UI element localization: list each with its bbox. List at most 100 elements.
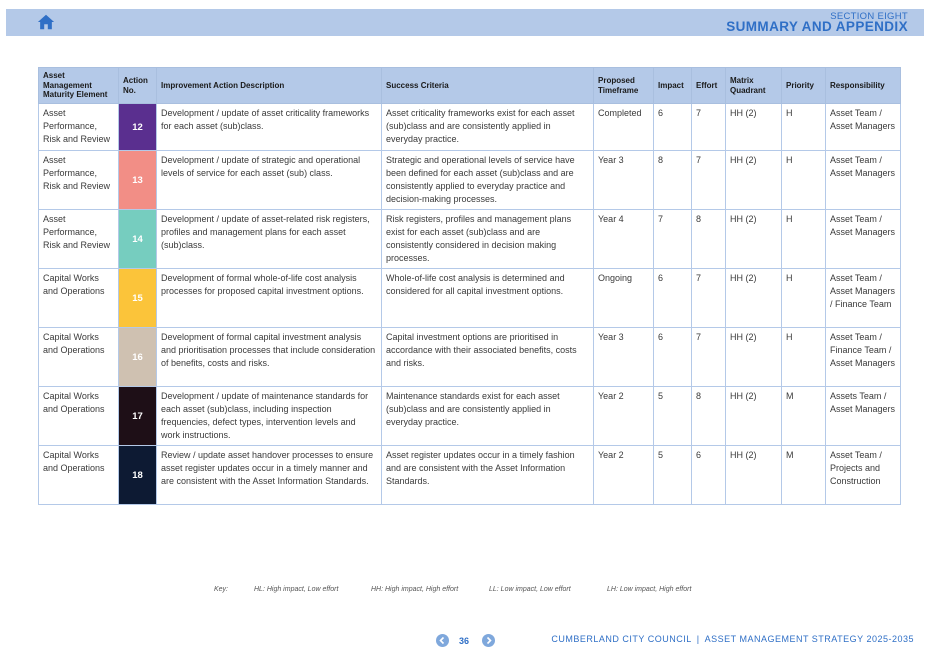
maturity-element-cell: Asset Performance, Risk and Review xyxy=(38,150,119,210)
maturity-element-cell: Capital Works and Operations xyxy=(38,445,119,505)
success-criteria-cell: Whole-of-life cost analysis is determine… xyxy=(381,268,594,328)
footer-org: CUMBERLAND CITY COUNCIL xyxy=(551,634,692,644)
col-timeframe-header: Proposed Timeframe xyxy=(593,67,654,104)
success-criteria-cell: Asset register updates occur in a timely… xyxy=(381,445,594,505)
matrix-quadrant-cell: HH (2) xyxy=(725,268,782,328)
matrix-quadrant-cell: HH (2) xyxy=(725,150,782,210)
priority-cell: H xyxy=(781,327,826,387)
key-item-lh: LH: Low impact, High effort xyxy=(607,586,692,593)
col-responsibility-header: Responsibility xyxy=(825,67,901,104)
col-description-header: Improvement Action Description xyxy=(156,67,382,104)
success-criteria-cell: Maintenance standards exist for each ass… xyxy=(381,386,594,446)
description-cell: Development / update of asset-related ri… xyxy=(156,209,382,269)
description-cell: Review / update asset handover processes… xyxy=(156,445,382,505)
timeframe-cell: Ongoing xyxy=(593,268,654,328)
previous-page-button[interactable] xyxy=(436,634,449,647)
section-title: SUMMARY AND APPENDIX xyxy=(726,19,908,34)
responsibility-cell: Assets Team / Asset Managers xyxy=(825,386,901,446)
col-maturity-element-header: Asset Management Maturity Element xyxy=(38,67,119,104)
maturity-element-cell: Capital Works and Operations xyxy=(38,386,119,446)
effort-cell: 7 xyxy=(691,150,726,210)
description-cell: Development of formal capital investment… xyxy=(156,327,382,387)
impact-cell: 6 xyxy=(653,103,692,151)
responsibility-cell: Asset Team / Projects and Construction xyxy=(825,445,901,505)
action-number-cell: 14 xyxy=(118,209,157,269)
effort-cell: 8 xyxy=(691,209,726,269)
effort-cell: 6 xyxy=(691,445,726,505)
impact-cell: 7 xyxy=(653,209,692,269)
col-effort-header: Effort xyxy=(691,67,726,104)
col-impact-header: Impact xyxy=(653,67,692,104)
responsibility-cell: Asset Team / Asset Managers xyxy=(825,209,901,269)
success-criteria-cell: Strategic and operational levels of serv… xyxy=(381,150,594,210)
col-matrix-quadrant-header: Matrix Quadrant xyxy=(725,67,782,104)
col-success-criteria-header: Success Criteria xyxy=(381,67,594,104)
section-label: SECTION EIGHT xyxy=(830,11,908,22)
action-number-cell: 13 xyxy=(118,150,157,210)
timeframe-cell: Year 3 xyxy=(593,150,654,210)
key-item-hl: HL: High impact, Low effort xyxy=(254,586,339,593)
impact-cell: 6 xyxy=(653,327,692,387)
chevron-right-icon xyxy=(486,636,492,645)
timeframe-cell: Year 2 xyxy=(593,386,654,446)
priority-cell: H xyxy=(781,209,826,269)
priority-cell: M xyxy=(781,445,826,505)
priority-cell: H xyxy=(781,103,826,151)
success-criteria-cell: Capital investment options are prioritis… xyxy=(381,327,594,387)
matrix-quadrant-cell: HH (2) xyxy=(725,209,782,269)
priority-cell: M xyxy=(781,386,826,446)
action-number-cell: 18 xyxy=(118,445,157,505)
key-label: Key: xyxy=(214,586,229,593)
footer-separator: | xyxy=(696,634,700,644)
action-number-cell: 16 xyxy=(118,327,157,387)
matrix-quadrant-cell: HH (2) xyxy=(725,386,782,446)
responsibility-cell: Asset Team / Asset Managers / Finance Te… xyxy=(825,268,901,328)
key-item-hh: HH: High impact, High effort xyxy=(371,586,459,593)
impact-cell: 5 xyxy=(653,386,692,446)
responsibility-cell: Asset Team / Finance Team / Asset Manage… xyxy=(825,327,901,387)
priority-cell: H xyxy=(781,150,826,210)
description-cell: Development / update of asset criticalit… xyxy=(156,103,382,151)
page-number: 36 xyxy=(459,636,470,646)
maturity-element-cell: Capital Works and Operations xyxy=(38,268,119,328)
effort-cell: 7 xyxy=(691,103,726,151)
responsibility-cell: Asset Team / Asset Managers xyxy=(825,103,901,151)
description-cell: Development / update of strategic and op… xyxy=(156,150,382,210)
timeframe-cell: Year 4 xyxy=(593,209,654,269)
effort-cell: 7 xyxy=(691,268,726,328)
footer-doc-title: ASSET MANAGEMENT STRATEGY 2025-2035 xyxy=(704,634,914,644)
description-cell: Development of formal whole-of-life cost… xyxy=(156,268,382,328)
effort-cell: 8 xyxy=(691,386,726,446)
priority-cell: H xyxy=(781,268,826,328)
effort-cell: 7 xyxy=(691,327,726,387)
action-number-cell: 17 xyxy=(118,386,157,446)
responsibility-cell: Asset Team / Asset Managers xyxy=(825,150,901,210)
success-criteria-cell: Risk registers, profiles and management … xyxy=(381,209,594,269)
impact-cell: 6 xyxy=(653,268,692,328)
matrix-quadrant-cell: HH (2) xyxy=(725,327,782,387)
matrix-quadrant-cell: HH (2) xyxy=(725,103,782,151)
success-criteria-cell: Asset criticality frameworks exist for e… xyxy=(381,103,594,151)
maturity-element-cell: Asset Performance, Risk and Review xyxy=(38,209,119,269)
chevron-left-icon xyxy=(439,636,445,645)
timeframe-cell: Year 3 xyxy=(593,327,654,387)
impact-cell: 5 xyxy=(653,445,692,505)
col-priority-header: Priority xyxy=(781,67,826,104)
next-page-button[interactable] xyxy=(482,634,495,647)
timeframe-cell: Completed xyxy=(593,103,654,151)
impact-cell: 8 xyxy=(653,150,692,210)
footer-document-info: CUMBERLAND CITY COUNCIL | ASSET MANAGEMENT… xyxy=(551,634,914,644)
header-band xyxy=(6,9,924,36)
home-icon[interactable] xyxy=(37,13,55,31)
col-action-no-header: Action No. xyxy=(118,67,157,104)
timeframe-cell: Year 2 xyxy=(593,445,654,505)
